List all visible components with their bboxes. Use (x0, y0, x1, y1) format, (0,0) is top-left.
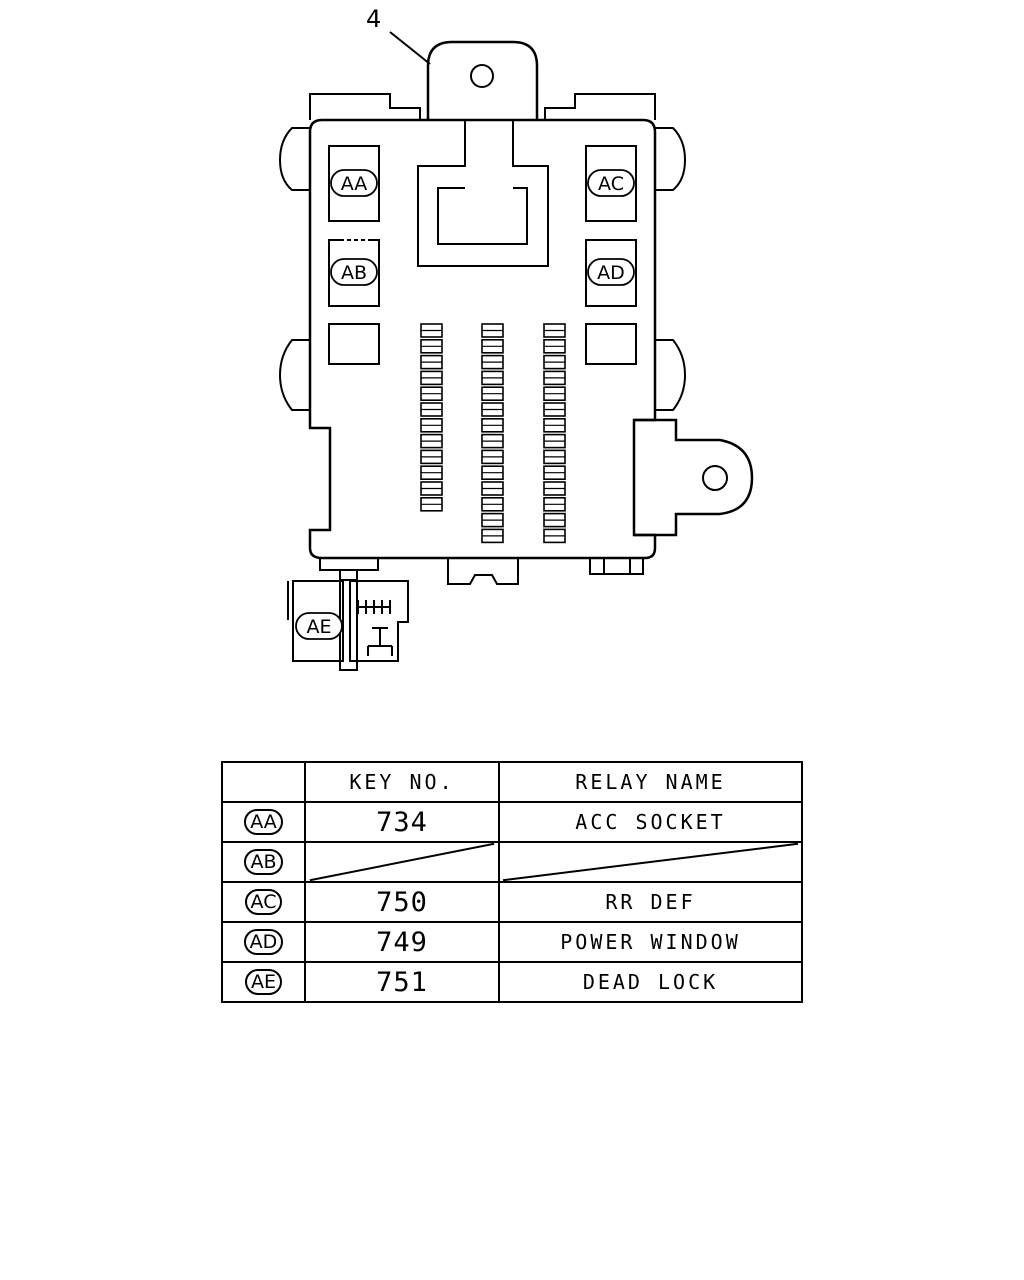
relay-socket-ac (585, 145, 637, 222)
key-no-cell: 734 (304, 801, 500, 843)
key-no-cell: 749 (304, 921, 500, 963)
relay-badge-ab: AB (330, 258, 378, 286)
row-code-cell: AE (221, 961, 306, 1003)
top-mounting-tab (426, 40, 539, 120)
callout-number: 4 (366, 5, 381, 33)
top-mounting-hole (470, 64, 494, 88)
right-clip-upper (655, 127, 687, 191)
fuse-box-diagram: 4 AA AB AC AD (278, 5, 754, 671)
header-relay-name: RELAY NAME (498, 761, 803, 803)
left-clip-upper (278, 127, 310, 191)
relay-name-cell-empty (498, 841, 803, 883)
row-code-cell: AA (221, 801, 306, 843)
fuse-columns (420, 323, 566, 544)
relay-badge-ad-label: AD (597, 262, 625, 284)
bottom-tab-right (589, 558, 644, 575)
relay-name-cell: ACC SOCKET (498, 801, 803, 843)
key-no-cell-empty (304, 841, 500, 883)
key-no-cell: 751 (304, 961, 500, 1003)
left-clip-lower (278, 339, 310, 411)
callout-leader-line (389, 31, 431, 65)
relay-badge-aa-label: AA (341, 173, 368, 195)
relay-badge-ab-label: AB (341, 262, 367, 284)
relay-badge-aa: AA (330, 169, 378, 197)
relay-socket-aa (328, 145, 380, 222)
relay-code-badge: AA (244, 809, 283, 835)
relay-socket-ad (585, 239, 637, 307)
key-no-cell: 750 (304, 881, 500, 923)
central-recess-inner (437, 187, 528, 245)
fuse-box-housing (308, 118, 657, 560)
socket-right-blank (585, 323, 637, 365)
central-recess (417, 120, 549, 267)
relay-table: KEY NO. RELAY NAME AA 734 ACC SOCKET AB … (221, 761, 803, 1003)
bottom-tab-left (319, 558, 379, 571)
table-row: AA 734 ACC SOCKET (221, 801, 803, 843)
relay-code-badge: AC (244, 889, 283, 915)
right-mounting-hole (702, 465, 728, 491)
relay-connector-ae: AE (287, 570, 409, 671)
row-code-cell: AC (221, 881, 306, 923)
relay-badge-ac-label: AC (598, 173, 624, 195)
header-code (221, 761, 306, 803)
relay-badge-ac: AC (587, 169, 635, 197)
right-mounting-ear (634, 418, 754, 537)
socket-left-blank (328, 323, 380, 365)
relay-code-badge: AB (244, 849, 283, 875)
empty-cell-slash (500, 843, 801, 881)
table-row: AE 751 DEAD LOCK (221, 961, 803, 1003)
table-row: AB (221, 841, 803, 883)
relay-code-badge: AE (244, 969, 282, 995)
relay-name-cell: RR DEF (498, 881, 803, 923)
relay-badge-ae-label: AE (306, 616, 331, 638)
row-code-cell: AB (221, 841, 306, 883)
relay-name-cell: POWER WINDOW (498, 921, 803, 963)
relay-name-cell: DEAD LOCK (498, 961, 803, 1003)
header-key-no: KEY NO. (304, 761, 500, 803)
top-left-lip (309, 93, 421, 120)
table-header-row: KEY NO. RELAY NAME (221, 761, 803, 803)
relay-badge-ad: AD (587, 258, 635, 286)
top-right-lip (544, 93, 656, 120)
bottom-tab-center (447, 558, 519, 585)
relay-code-badge: AD (243, 929, 284, 955)
table-row: AC 750 RR DEF (221, 881, 803, 923)
right-clip-lower (655, 339, 687, 411)
table-row: AD 749 POWER WINDOW (221, 921, 803, 963)
row-code-cell: AD (221, 921, 306, 963)
empty-cell-slash (306, 843, 498, 881)
